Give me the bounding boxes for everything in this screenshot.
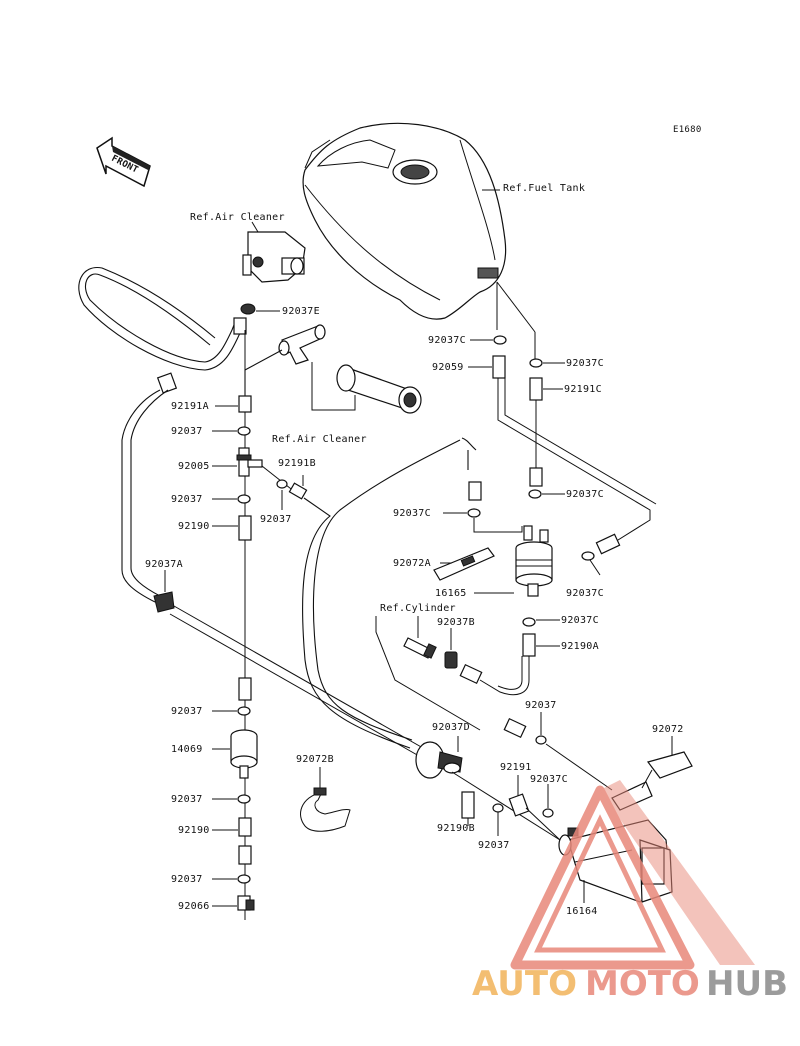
clamp-92037-f bbox=[492, 803, 504, 813]
clamp-92037C-a bbox=[493, 335, 507, 345]
automotohub-logo: AUTO MOTO HUB bbox=[472, 780, 788, 1004]
label-92191: 92191 bbox=[500, 762, 532, 773]
label-92037E: 92037E bbox=[282, 306, 320, 317]
label-92190-b: 92190 bbox=[178, 825, 210, 836]
hose-lower-a bbox=[238, 677, 252, 701]
label-92037-e: 92037 bbox=[525, 700, 557, 711]
hose-92059 bbox=[492, 355, 506, 379]
hose-92191 bbox=[508, 793, 530, 817]
label-92037C-b: 92037C bbox=[566, 358, 604, 369]
hose-92191C bbox=[529, 377, 543, 401]
clamp-92037A bbox=[153, 591, 175, 613]
clamp-92037-g bbox=[237, 794, 251, 804]
hose-92191B bbox=[288, 482, 308, 500]
clamp-92037-b bbox=[237, 494, 251, 504]
label-92037-h: 92037 bbox=[171, 874, 203, 885]
label-92037-c: 92037 bbox=[260, 514, 292, 525]
hose-left-outer bbox=[156, 372, 178, 394]
ref-cylinder-label: Ref.Cylinder bbox=[380, 603, 456, 614]
label-92072A: 92072A bbox=[393, 558, 431, 569]
fuel-tank bbox=[302, 122, 507, 320]
clamp-92037C-b bbox=[529, 358, 543, 368]
label-92066: 92066 bbox=[178, 901, 210, 912]
label-92190A: 92190A bbox=[561, 641, 599, 652]
label-92005: 92005 bbox=[178, 461, 210, 472]
separator-16165 bbox=[515, 525, 553, 597]
label-92037-d: 92037 bbox=[171, 706, 203, 717]
label-92037-f: 92037 bbox=[478, 840, 510, 851]
hose-92190A bbox=[522, 633, 536, 657]
clamp-92037C-d bbox=[467, 508, 481, 518]
label-92037C-c: 92037C bbox=[566, 489, 604, 500]
label-92037C-a: 92037C bbox=[428, 335, 466, 346]
clamp-92037-d bbox=[237, 706, 251, 716]
ref-fuel-tank-label: Ref.Fuel Tank bbox=[503, 183, 585, 194]
label-92037-b: 92037 bbox=[171, 494, 203, 505]
watermark-hub: HUB bbox=[706, 964, 788, 1004]
clamp-92037E bbox=[240, 303, 280, 315]
ref-air-cleaner-mid-label: Ref.Air Cleaner bbox=[272, 434, 367, 445]
air-valve-body bbox=[242, 221, 306, 283]
hose-92190-b bbox=[238, 817, 252, 837]
label-92072: 92072 bbox=[652, 724, 684, 735]
label-92191A: 92191A bbox=[171, 401, 209, 412]
fuel-filter-14069 bbox=[230, 729, 258, 779]
band-92072B bbox=[300, 787, 351, 832]
hose-fitting-top bbox=[233, 317, 247, 335]
clamp-92037C-g bbox=[542, 808, 554, 818]
watermark-moto: MOTO bbox=[585, 964, 700, 1004]
clamp-92037C-c bbox=[528, 489, 542, 499]
label-92037C-g: 92037C bbox=[530, 774, 568, 785]
hose-92191A bbox=[238, 395, 252, 413]
clamp-92037-e bbox=[535, 735, 547, 745]
tee-fitting-92005 bbox=[236, 447, 263, 477]
hose-92190B bbox=[461, 791, 475, 819]
label-92059: 92059 bbox=[432, 362, 464, 373]
label-92191C: 92191C bbox=[564, 384, 602, 395]
clamp-92037B bbox=[444, 651, 458, 669]
clamp-92037-a bbox=[237, 426, 251, 436]
label-16165: 16165 bbox=[435, 588, 467, 599]
hose-right-short bbox=[595, 533, 621, 555]
label-92037D: 92037D bbox=[432, 722, 470, 733]
hose-92190 bbox=[238, 515, 252, 541]
label-92037B: 92037B bbox=[437, 617, 475, 628]
label-14069: 14069 bbox=[171, 744, 203, 755]
clamp-92037-h bbox=[237, 874, 251, 884]
ref-air-cleaner-top-label: Ref.Air Cleaner bbox=[190, 212, 285, 223]
band-92072A bbox=[433, 547, 495, 581]
diagram-code: E1680 bbox=[673, 125, 702, 135]
cylinder-nipple bbox=[403, 637, 437, 659]
air-cleaner-element bbox=[336, 364, 422, 414]
clamp-92037D bbox=[415, 741, 463, 779]
label-92037A: 92037A bbox=[145, 559, 183, 570]
label-92037C-f: 92037C bbox=[561, 615, 599, 626]
label-92037C-e: 92037C bbox=[566, 588, 604, 599]
clamp-92037C-e bbox=[581, 551, 595, 561]
label-92037C-d: 92037C bbox=[393, 508, 431, 519]
label-92191B: 92191B bbox=[278, 458, 316, 469]
watermark-auto: AUTO bbox=[472, 964, 577, 1004]
label-92037-a: 92037 bbox=[171, 426, 203, 437]
front-arrow-icon: FRONT bbox=[96, 136, 151, 188]
clamp-92037C-f bbox=[522, 617, 536, 627]
fitting-92066 bbox=[237, 895, 255, 911]
label-92072B: 92072B bbox=[296, 754, 334, 765]
label-92190: 92190 bbox=[178, 521, 210, 532]
clamp-92037-c bbox=[276, 479, 288, 489]
label-16164: 16164 bbox=[566, 906, 598, 917]
label-92190B: 92190B bbox=[437, 823, 475, 834]
label-92037-g: 92037 bbox=[171, 794, 203, 805]
tee-joint bbox=[278, 324, 326, 365]
